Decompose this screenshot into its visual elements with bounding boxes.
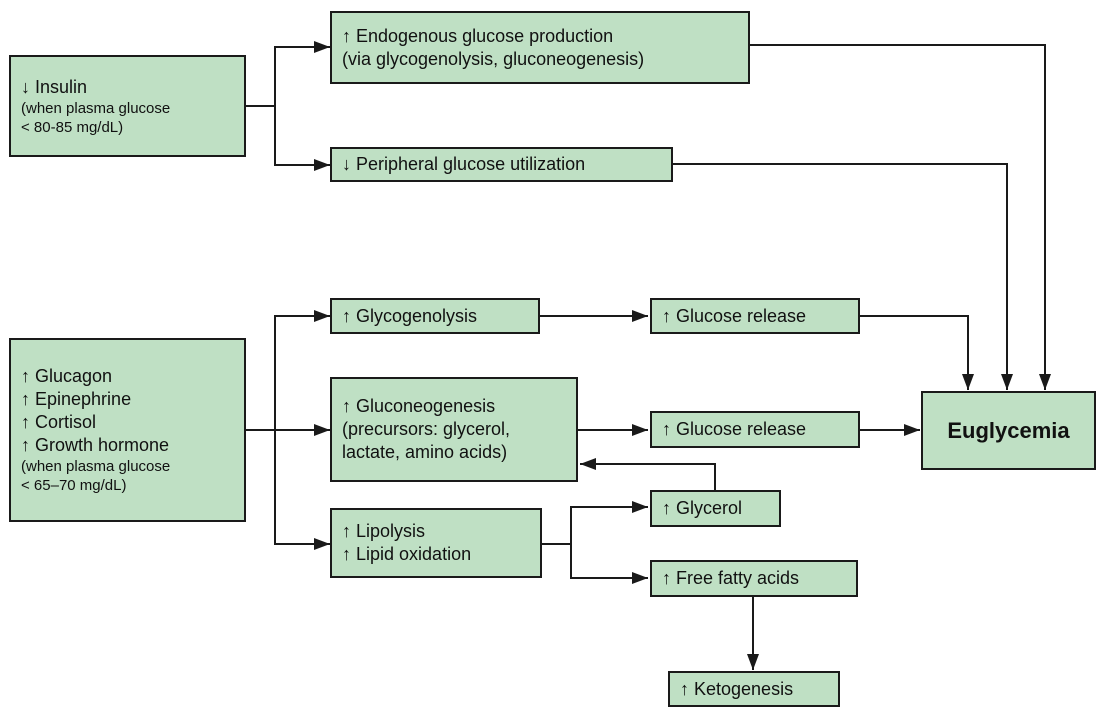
peripheral-glucose-utilization-box: ↓ Peripheral glucose utilization xyxy=(330,147,673,182)
arrow-glycerol-to-gluconeogenesis xyxy=(580,458,716,490)
arrow-counter-to-glycogenolysis xyxy=(274,310,330,430)
glycerol-box: ↑ Glycerol xyxy=(650,490,781,527)
insulin-condition-2: < 80-85 mg/dL) xyxy=(21,118,124,136)
ketogenesis-box: ↑ Ketogenesis xyxy=(668,671,840,707)
glucose-release-2-label: ↑ Glucose release xyxy=(662,419,807,439)
pgu-label: ↓ Peripheral glucose utilization xyxy=(342,154,586,174)
glucose-release-box-1: ↑ Glucose release xyxy=(650,298,860,334)
arrow-pgu-to-euglycemia xyxy=(673,163,1013,390)
euglycemia-box: Euglycemia xyxy=(921,391,1096,470)
glucagon-label: ↑ Glucagon xyxy=(21,366,113,386)
endogenous-glucose-production-box: ↑ Endogenous glucose production (via gly… xyxy=(330,11,750,84)
lipolysis-box: ↑ Lipolysis ↑ Lipid oxidation xyxy=(330,508,542,578)
gluconeogenesis-precursors-1: (precursors: glycerol, xyxy=(342,419,511,439)
glycogenolysis-box: ↑ Glycogenolysis xyxy=(330,298,540,334)
gluconeogenesis-precursors-2: lactate, amino acids) xyxy=(342,442,508,462)
counter-condition-1: (when plasma glucose xyxy=(21,458,171,475)
insulin-label: ↓ Insulin xyxy=(21,76,88,97)
counter-condition-2: < 65–70 mg/dL) xyxy=(21,477,127,494)
arrow-counter-to-lipolysis xyxy=(274,430,330,550)
growth-hormone-label: ↑ Growth hormone xyxy=(21,435,170,455)
insulin-condition-1: (when plasma glucose xyxy=(21,99,171,117)
arrow-insulin-to-pgu xyxy=(274,106,330,171)
lipolysis-label: ↑ Lipolysis xyxy=(342,521,426,541)
counterregulatory-hormones-box: ↑ Glucagon ↑ Epinephrine ↑ Cortisol ↑ Gr… xyxy=(9,338,246,522)
glucose-release-1-label: ↑ Glucose release xyxy=(662,305,807,326)
arrow-release1-to-euglycemia xyxy=(860,315,974,390)
arrow-lipolysis-to-glycerol xyxy=(542,501,648,545)
free-fatty-acids-label: ↑ Free fatty acids xyxy=(662,568,800,588)
arrow-lipolysis-to-ffa xyxy=(570,544,648,584)
gluconeogenesis-label: ↑ Gluconeogenesis xyxy=(342,396,496,416)
egp-detail: (via glycogenolysis, gluconeogenesis) xyxy=(342,48,645,69)
ketogenesis-label: ↑ Ketogenesis xyxy=(680,678,794,699)
cortisol-label: ↑ Cortisol xyxy=(21,412,97,432)
epinephrine-label: ↑ Epinephrine xyxy=(21,389,132,409)
glycerol-label: ↑ Glycerol xyxy=(662,498,743,518)
lipid-oxidation-label: ↑ Lipid oxidation xyxy=(342,544,472,564)
euglycemia-label: Euglycemia xyxy=(947,417,1070,443)
arrow-egp-to-euglycemia xyxy=(750,44,1051,390)
arrow-insulin-to-egp xyxy=(246,41,330,107)
gluconeogenesis-box: ↑ Gluconeogenesis (precursors: glycerol,… xyxy=(330,377,578,482)
glycogenolysis-label: ↑ Glycogenolysis xyxy=(342,305,478,326)
egp-label: ↑ Endogenous glucose production xyxy=(342,25,614,46)
glucose-release-box-2: ↑ Glucose release xyxy=(650,411,860,448)
insulin-box: ↓ Insulin (when plasma glucose < 80-85 m… xyxy=(9,55,246,157)
free-fatty-acids-box: ↑ Free fatty acids xyxy=(650,560,858,597)
